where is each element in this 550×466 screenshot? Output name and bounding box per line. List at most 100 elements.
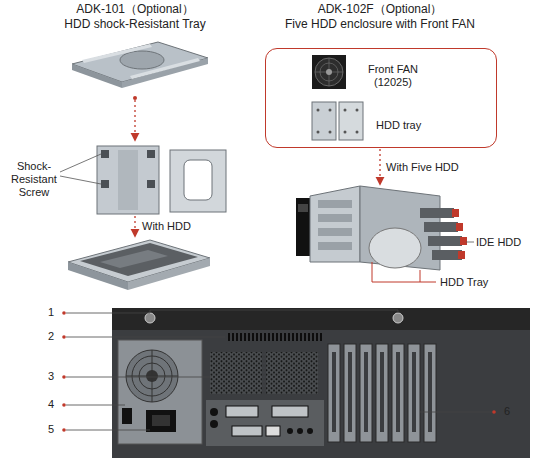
shock-plate: [147, 150, 155, 158]
enclosure-image: [318, 242, 352, 250]
chassis-rear: [112, 330, 530, 458]
expansion-slots: [360, 344, 372, 442]
vent-slits: [304, 333, 306, 341]
fan-image: [312, 55, 346, 89]
power-supply: [126, 350, 178, 402]
tray-plate: [130, 58, 200, 79]
callout-leader: [492, 410, 496, 414]
part-label: Front FAN (12025): [362, 63, 424, 89]
step-label: With HDD: [142, 220, 222, 233]
vent-slits: [288, 333, 290, 341]
power-supply: [152, 415, 170, 426]
vent-slits: [252, 333, 254, 341]
tray-image: [344, 131, 347, 134]
tray-image: [312, 102, 363, 140]
io-ports: [266, 426, 280, 436]
leader-line: [60, 154, 101, 172]
enclosure-image: [296, 186, 467, 270]
enclosure-image: [318, 214, 352, 222]
chassis-rear: [112, 308, 530, 458]
callout-number: 2: [44, 330, 58, 343]
enclosure-image: [452, 209, 459, 217]
tray-image: [339, 102, 363, 140]
leader-line: [60, 176, 101, 184]
expansion-slots: [376, 344, 388, 442]
expansion-slots: [412, 352, 416, 432]
fan-image: [312, 55, 346, 89]
power-supply: [118, 340, 202, 444]
tray-image: [356, 109, 359, 112]
vent-slits: [292, 333, 294, 341]
expansion-slots: [328, 344, 340, 442]
vent-slits: [228, 333, 322, 341]
callout-leader: [62, 428, 66, 432]
expansion-slots: [360, 344, 372, 442]
leader-line: [420, 270, 421, 282]
tray-image: [344, 109, 347, 112]
expansion-slots: [376, 344, 388, 442]
dotted-arrow: [133, 96, 137, 100]
callout-number: 4: [44, 398, 58, 411]
enclosure-image: [310, 186, 360, 262]
vent-slits: [228, 333, 230, 341]
io-ports: [232, 426, 262, 436]
vent-slits: [260, 333, 262, 341]
shock-plate: [184, 160, 212, 200]
expansion-slots: [392, 344, 404, 442]
vent-slits: [308, 333, 310, 341]
expansion-slots: [424, 344, 436, 442]
dotted-arrow: [379, 149, 380, 184]
leader-line: [466, 242, 474, 243]
io-ports: [206, 400, 324, 446]
expansion-slots: [408, 344, 420, 442]
shock-plate: [118, 150, 138, 210]
hdd-in-tray: [100, 250, 168, 268]
callout-number: 3: [44, 370, 58, 383]
callout-number: 5: [44, 423, 58, 436]
chassis-rear: [393, 313, 403, 323]
enclosure-image: [458, 251, 465, 259]
io-ports: [307, 428, 313, 434]
hdd-in-tray: [68, 240, 210, 290]
vent-holes: [210, 352, 318, 394]
feature-box: Front FAN (12025)HDD tray: [265, 48, 497, 148]
callout-leader: [66, 310, 398, 313]
fan-image: [315, 58, 343, 86]
vent-slits: [276, 333, 278, 341]
io-ports: [297, 428, 303, 434]
vent-slits: [320, 333, 322, 341]
vent-slits: [280, 333, 282, 341]
tray-plate: [82, 44, 152, 63]
vent-slits: [264, 333, 266, 341]
shock-plate: [101, 180, 109, 188]
enclosure-image: [298, 204, 308, 212]
tray-image: [317, 131, 320, 134]
vent-holes: [210, 352, 262, 394]
heading: Five HDD enclosure with Front FAN: [260, 17, 500, 31]
leader-line: [372, 262, 436, 282]
heading: ADK-101（Optional）: [40, 2, 230, 16]
vent-slits: [296, 333, 298, 341]
enclosure-image: [432, 250, 462, 260]
expansion-slots: [328, 344, 340, 442]
callout-leader: [62, 335, 66, 339]
power-supply: [118, 340, 202, 444]
enclosure-image: [369, 228, 421, 268]
callout-leader: [62, 311, 66, 315]
vent-slits: [312, 333, 314, 341]
heading: ADK-102F（Optional）: [280, 2, 480, 16]
expansion-slots: [392, 344, 404, 442]
vent-slits: [244, 333, 246, 341]
io-ports: [210, 420, 218, 428]
expansion-slots: [424, 344, 436, 442]
shock-plate: [170, 150, 226, 212]
tray-plate: [72, 42, 208, 88]
vent-slits: [236, 333, 238, 341]
enclosure-image: [420, 208, 454, 218]
power-supply: [152, 350, 153, 402]
tray-image: [312, 102, 336, 140]
chassis-rear: [112, 308, 530, 458]
shock-plate: [101, 150, 109, 158]
enclosure-image: [318, 228, 352, 236]
heading: HDD shock-Resistant Tray: [30, 17, 240, 31]
